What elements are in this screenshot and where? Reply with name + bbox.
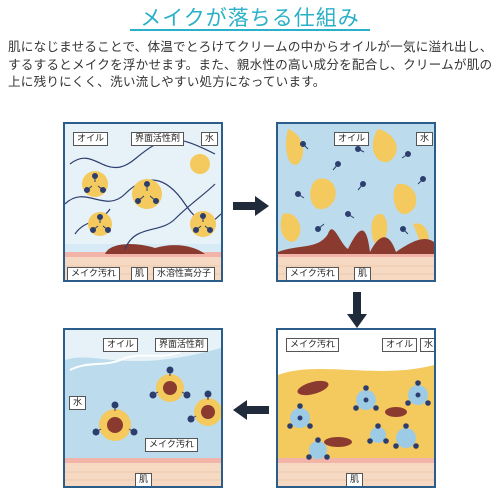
label-makeup: メイク汚れ xyxy=(286,338,339,352)
micelle xyxy=(290,385,428,459)
label-oil: オイル xyxy=(334,132,370,146)
emulsion-droplet xyxy=(99,374,221,441)
label-oil: オイル xyxy=(73,132,109,146)
intro-paragraph: 肌になじませることで、体温でとろけてクリームの中からオイルが一気に溢れ出し、する… xyxy=(8,39,493,89)
page-title: メイクが落ちる仕組み xyxy=(140,6,360,30)
label-makeup: メイク汚れ xyxy=(145,438,198,452)
label-skin: 肌 xyxy=(135,473,153,486)
label-water: 水 xyxy=(416,132,434,146)
title-underline xyxy=(130,29,370,31)
label-skin: 肌 xyxy=(131,267,149,280)
arrow-left-icon xyxy=(233,400,269,420)
panel-2-illustration xyxy=(278,124,434,280)
label-makeup: メイク汚れ xyxy=(286,267,339,280)
label-skin: 肌 xyxy=(346,473,364,486)
panel-step-1: オイル 界面活性剤 水 メイク汚れ 肌 水溶性高分子 xyxy=(63,122,223,282)
panel-step-4: オイル 界面活性剤 水 メイク汚れ 肌 xyxy=(63,328,223,488)
label-water: 水 xyxy=(69,396,87,410)
panel-step-2: オイル 水 メイク汚れ 肌 xyxy=(276,122,436,282)
label-makeup: メイク汚れ xyxy=(67,267,120,280)
label-oil: オイル xyxy=(382,338,418,352)
label-polymer: 水溶性高分子 xyxy=(153,267,216,280)
panel-1-illustration xyxy=(65,124,221,280)
label-surfactant: 界面活性剤 xyxy=(131,132,185,146)
panel-3-illustration xyxy=(278,330,434,486)
label-oil: オイル xyxy=(103,338,139,352)
arrow-right-icon xyxy=(233,196,269,216)
label-surfactant: 界面活性剤 xyxy=(155,338,209,352)
label-water: 水 xyxy=(420,338,434,352)
panel-4-illustration xyxy=(65,330,221,486)
panel-step-3: メイク汚れ オイル 水 肌 xyxy=(276,328,436,488)
label-water: 水 xyxy=(201,132,219,146)
label-skin: 肌 xyxy=(354,267,372,280)
arrow-down-icon xyxy=(347,292,367,328)
